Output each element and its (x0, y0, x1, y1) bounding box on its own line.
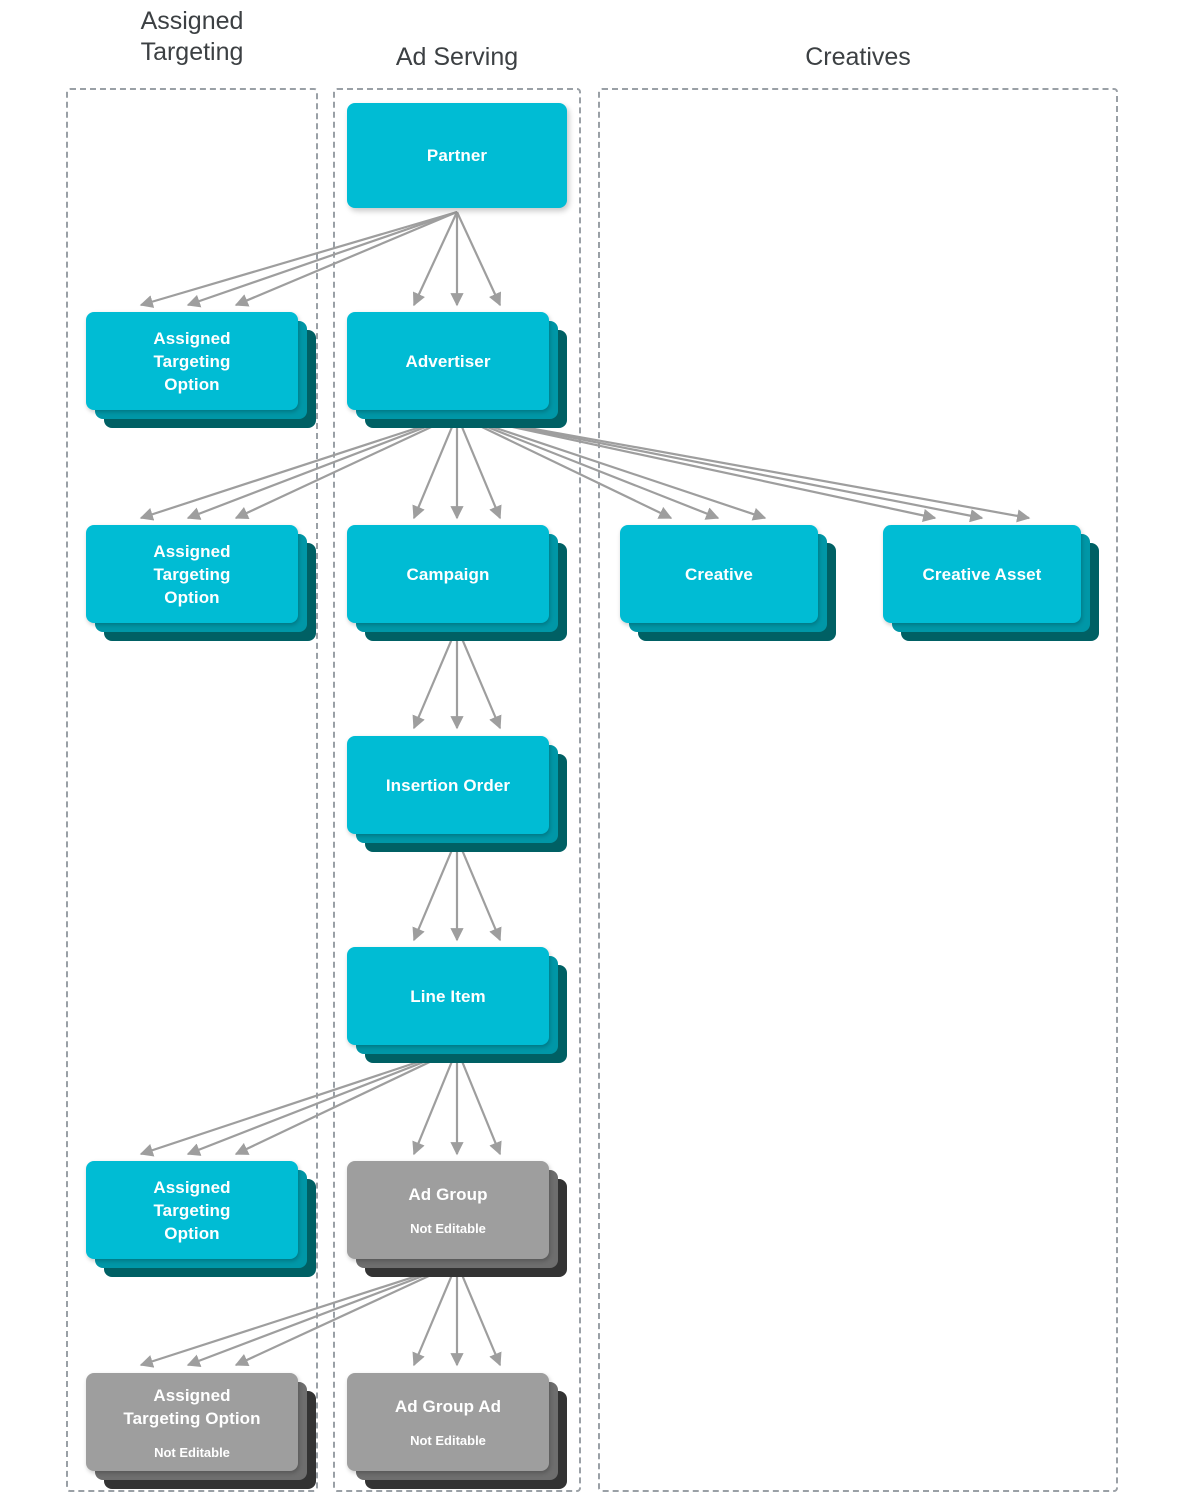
node-advertiser-card[interactable]: Advertiser (347, 312, 549, 410)
node-insertion-order-card[interactable]: Insertion Order (347, 736, 549, 834)
node-advertiser-label: Advertiser (405, 351, 491, 371)
node-insertion-order-label: Insertion Order (385, 775, 511, 795)
node-ad-group-card[interactable]: Ad Group Not Editable (347, 1161, 549, 1259)
node-advertiser[interactable]: Advertiser (347, 312, 567, 428)
node-assigned-targeting-option-2[interactable]: Assigned Targeting Option (86, 525, 316, 641)
node-insertion-order[interactable]: Insertion Order (347, 736, 567, 852)
node-ad-group-ad-label: Ad Group Ad (394, 1397, 502, 1416)
lane-assigned-targeting (66, 88, 318, 1492)
node-creative-asset-label: Creative Asset (922, 564, 1042, 584)
lane-creatives (598, 88, 1118, 1492)
column-header-ad-serving: Ad Serving (395, 43, 519, 71)
node-creative-label: Creative (685, 564, 753, 584)
node-creative-card[interactable]: Creative (620, 525, 818, 623)
node-ato3-card[interactable]: Assigned Targeting Option (86, 1161, 298, 1259)
node-partner-card[interactable]: Partner (347, 103, 567, 208)
node-ato4-label: Assigned Targeting Option (123, 1385, 261, 1428)
column-header-assigned-targeting: Assigned Targeting (140, 7, 244, 66)
node-partner-label: Partner (426, 146, 488, 165)
node-line-item-card[interactable]: Line Item (347, 947, 549, 1045)
node-ad-group-ad-editability-note: Not Editable (410, 1433, 486, 1448)
node-ato2-label: Assigned Targeting Option (153, 541, 231, 607)
node-ato4-card[interactable]: Assigned Targeting Option Not Editable (86, 1373, 298, 1471)
node-creative-asset-card[interactable]: Creative Asset (883, 525, 1081, 623)
node-line-item[interactable]: Line Item (347, 947, 567, 1063)
node-assigned-targeting-option-1[interactable]: Assigned Targeting Option (86, 312, 316, 428)
node-ad-group[interactable]: Ad Group Not Editable (347, 1161, 567, 1277)
node-ato1-label: Assigned Targeting Option (153, 328, 231, 394)
node-ad-group-editability-note: Not Editable (410, 1221, 486, 1236)
node-creative-asset[interactable]: Creative Asset (883, 525, 1099, 641)
node-ad-group-ad-card[interactable]: Ad Group Ad Not Editable (347, 1373, 549, 1471)
node-campaign-card[interactable]: Campaign (347, 525, 549, 623)
node-ad-group-label: Ad Group (408, 1185, 488, 1204)
node-assigned-targeting-option-4[interactable]: Assigned Targeting Option Not Editable (86, 1373, 316, 1489)
node-campaign[interactable]: Campaign (347, 525, 567, 641)
node-line-item-label: Line Item (410, 986, 486, 1006)
node-campaign-label: Campaign (406, 564, 490, 584)
lane-ad-serving (333, 88, 581, 1492)
node-ato3-label: Assigned Targeting Option (153, 1177, 231, 1243)
node-ato4-editability-note: Not Editable (154, 1444, 230, 1460)
node-ato2-card[interactable]: Assigned Targeting Option (86, 525, 298, 623)
node-assigned-targeting-option-3[interactable]: Assigned Targeting Option (86, 1161, 316, 1277)
node-creative[interactable]: Creative (620, 525, 836, 641)
column-header-creatives: Creatives (805, 43, 911, 71)
node-ad-group-ad[interactable]: Ad Group Ad Not Editable (347, 1373, 567, 1489)
node-ato1-card[interactable]: Assigned Targeting Option (86, 312, 298, 410)
node-partner[interactable]: Partner (347, 103, 567, 208)
